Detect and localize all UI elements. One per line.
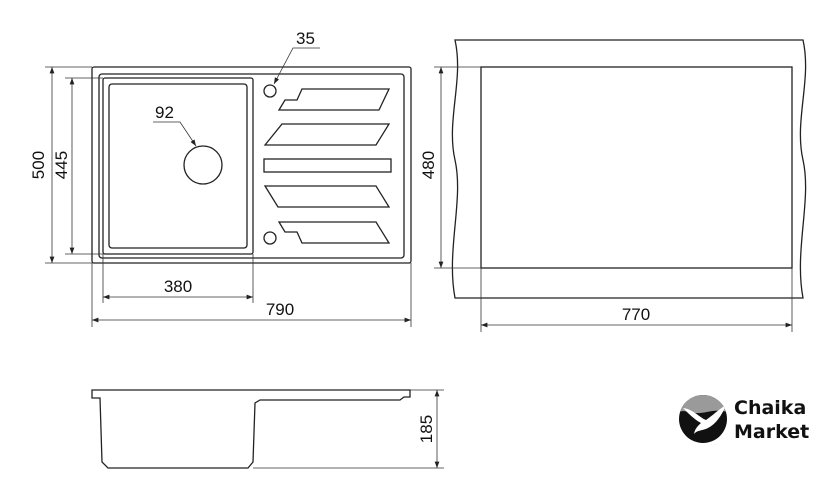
cutout-depth-dimension: 480 (419, 66, 481, 269)
drain-hole (183, 145, 223, 185)
logo-line1: Chaika (734, 397, 806, 419)
drainboard-slots (263, 88, 392, 244)
logo-line2: Market (734, 421, 809, 443)
sink-inner-rim (98, 73, 405, 259)
slot (263, 185, 391, 208)
bowl-depth-label: 445 (52, 151, 71, 179)
cutout-width-dimension: 770 (480, 268, 793, 332)
top-view: 35 92 500 445 380 (29, 29, 412, 327)
sink-outline (91, 66, 412, 264)
slot (277, 221, 391, 244)
bowl-depth-dimension: 445 (52, 77, 103, 255)
drain-hole-callout: 92 (153, 103, 197, 147)
bowl-outer (102, 77, 254, 255)
chaika-market-logo: Chaika Market (679, 395, 809, 443)
sink-profile (91, 389, 411, 469)
bowl-width-label: 380 (164, 277, 192, 296)
slot (263, 123, 391, 146)
overflow-hole (263, 231, 277, 245)
tap-hole-callout: 35 (273, 29, 320, 85)
height-label: 185 (417, 415, 436, 443)
cutout-depth-label: 480 (419, 151, 438, 179)
cutout-view: 480 770 (419, 39, 807, 332)
bowl-inner (108, 83, 248, 249)
overall-depth-dimension: 500 (29, 66, 92, 264)
height-dimension: 185 (253, 389, 444, 469)
tap-hole (263, 84, 277, 98)
cutout-rect (480, 66, 793, 269)
overall-width-dimension: 790 (91, 263, 412, 327)
slot (263, 158, 392, 173)
seagull-icon (679, 395, 727, 443)
slot (277, 88, 391, 111)
overall-width-label: 790 (266, 300, 294, 319)
side-view: 185 (91, 389, 444, 469)
drain-hole-dimension: 92 (155, 103, 174, 122)
countertop-outline (451, 39, 807, 299)
cutout-width-label: 770 (622, 305, 650, 324)
overall-depth-label: 500 (29, 151, 48, 179)
bowl-width-dimension: 380 (102, 254, 254, 303)
tap-hole-dimension: 35 (296, 29, 315, 48)
